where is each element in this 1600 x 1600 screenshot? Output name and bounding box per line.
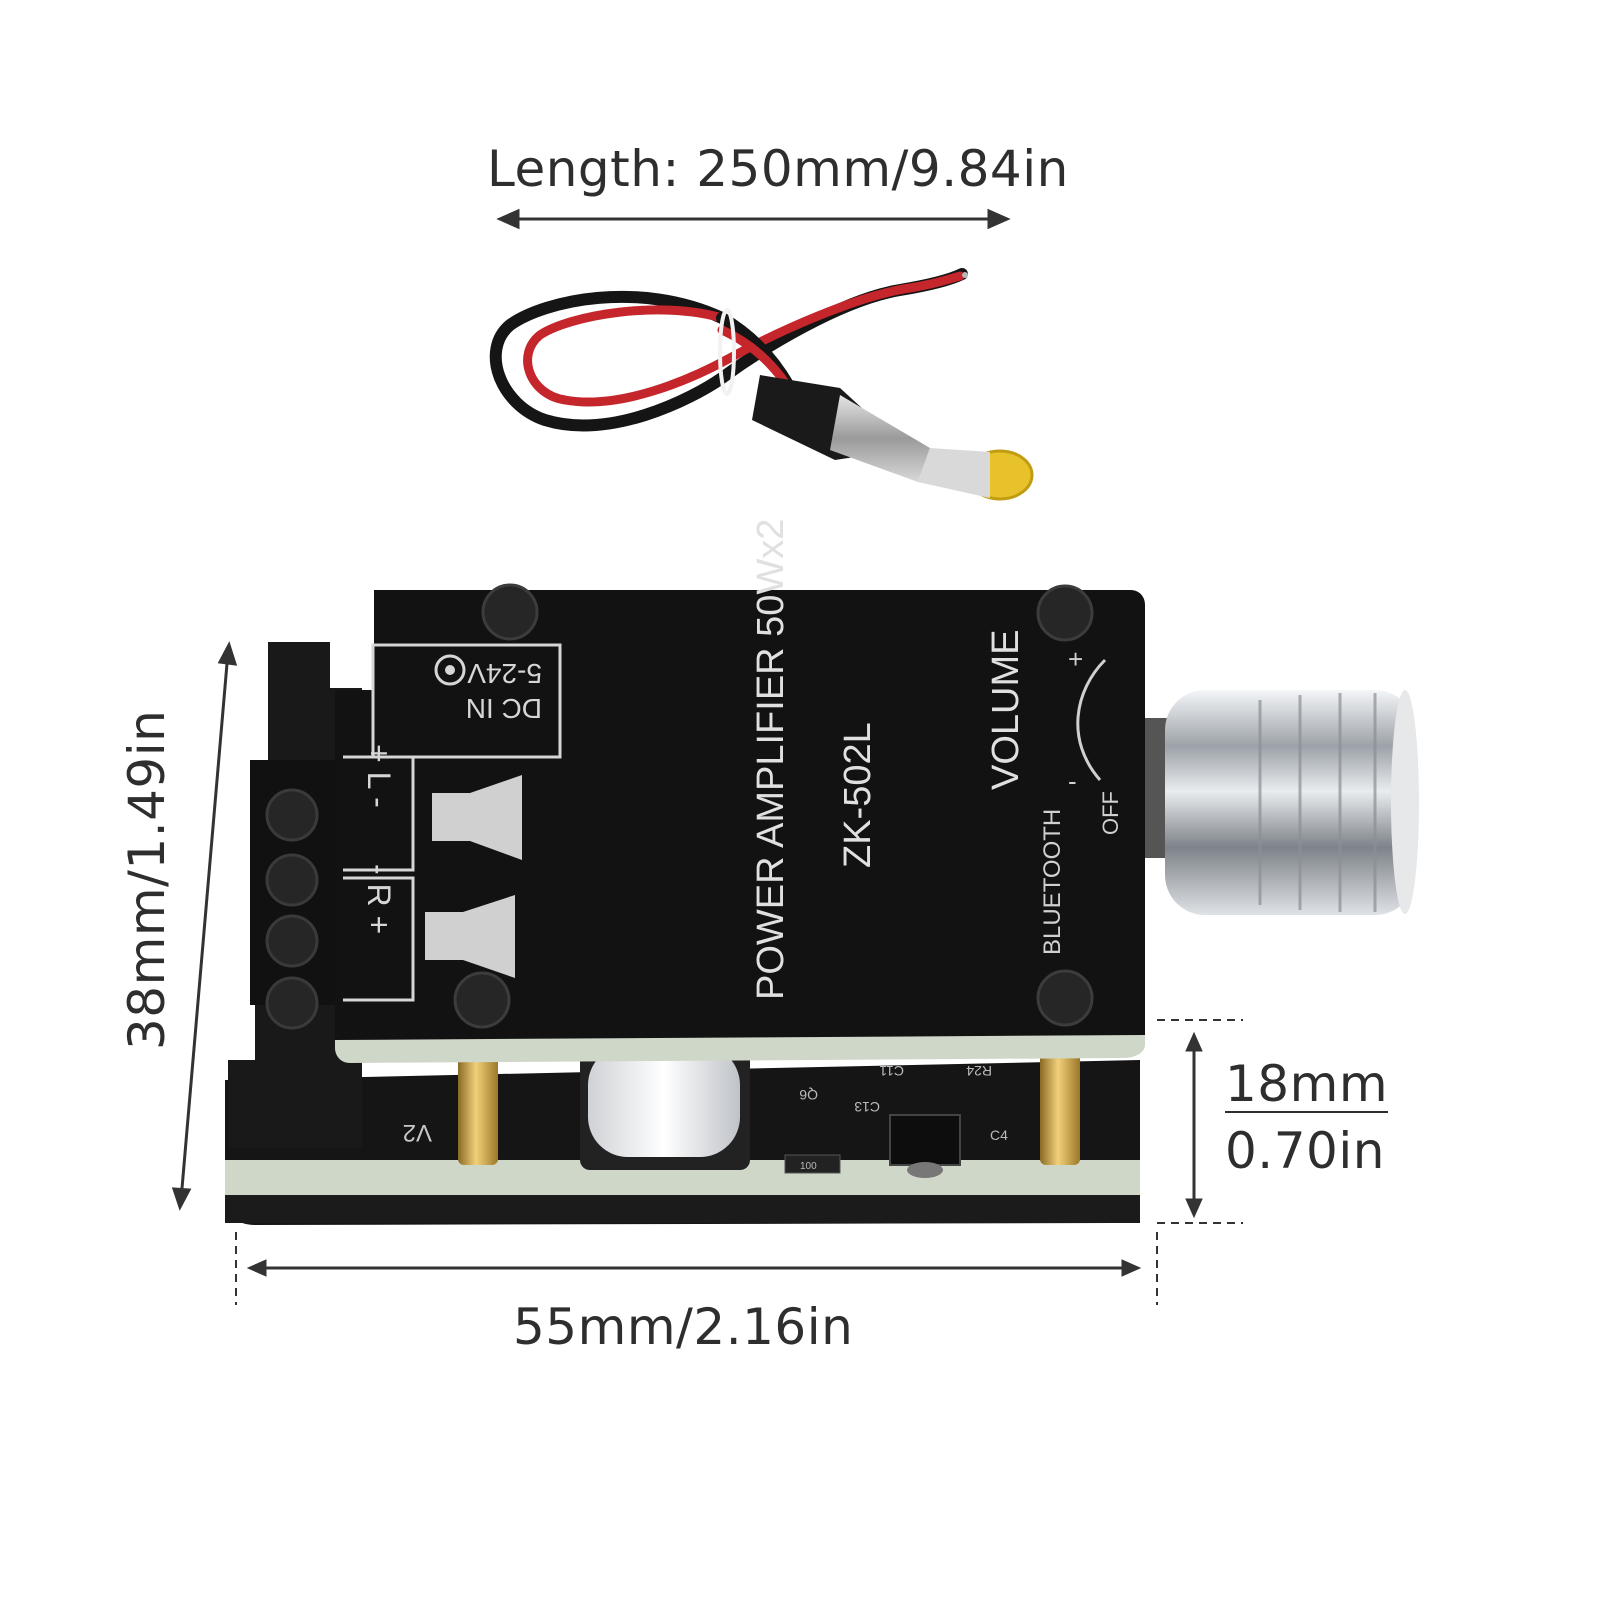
- dc-in-label: DC IN: [466, 693, 542, 724]
- board-width-label: 55mm/2.16in: [513, 1298, 854, 1356]
- board-version-label: V2: [403, 1119, 432, 1146]
- c4-label: C4: [990, 1127, 1008, 1143]
- minus-label: -: [1068, 766, 1077, 796]
- standoff-right: [1040, 1040, 1080, 1165]
- standoff-left: [458, 1040, 498, 1165]
- volume-label: VOLUME: [985, 630, 1027, 790]
- screw-icons: [453, 583, 1094, 1029]
- off-label: OFF: [1098, 791, 1123, 835]
- amplifier-board: 100 V2 R24 C11 C13 C4 Q6 DC IN 5-24V: [225, 519, 1419, 1225]
- left-channel-label: + L -: [361, 744, 397, 808]
- c13-label: C13: [854, 1099, 880, 1115]
- bluetooth-label: BLUETOOTH: [1039, 809, 1066, 955]
- dc-cable: [489, 268, 1034, 501]
- speaker-icon: [432, 775, 522, 860]
- board-model: ZK-502L: [837, 722, 879, 868]
- resistor-100-label: 100: [800, 1161, 817, 1172]
- c11-label: C11: [879, 1063, 904, 1079]
- length-arrow: [496, 208, 1011, 230]
- board-title: POWER AMPLIFIER 50Wx2: [750, 519, 792, 1000]
- r24-label: R24: [966, 1063, 992, 1079]
- thickness-in-label: 0.70in: [1225, 1122, 1385, 1180]
- volume-knob: [1145, 690, 1419, 915]
- right-channel-label: - R +: [361, 864, 397, 934]
- plus-label: +: [1068, 644, 1083, 674]
- height-arrow: [171, 641, 238, 1211]
- screw-terminals: [265, 788, 319, 1030]
- thickness-mm-label: 18mm: [1225, 1055, 1389, 1113]
- q6-label: Q6: [799, 1087, 818, 1103]
- thickness-arrow: [1157, 1019, 1243, 1224]
- cable-length-label: Length: 250mm/9.84in: [487, 140, 1069, 198]
- width-arrow: [235, 1232, 1158, 1305]
- voltage-label: 5-24V: [467, 658, 542, 689]
- speaker-icon: [425, 895, 515, 978]
- volume-arc-icon: [1076, 658, 1107, 781]
